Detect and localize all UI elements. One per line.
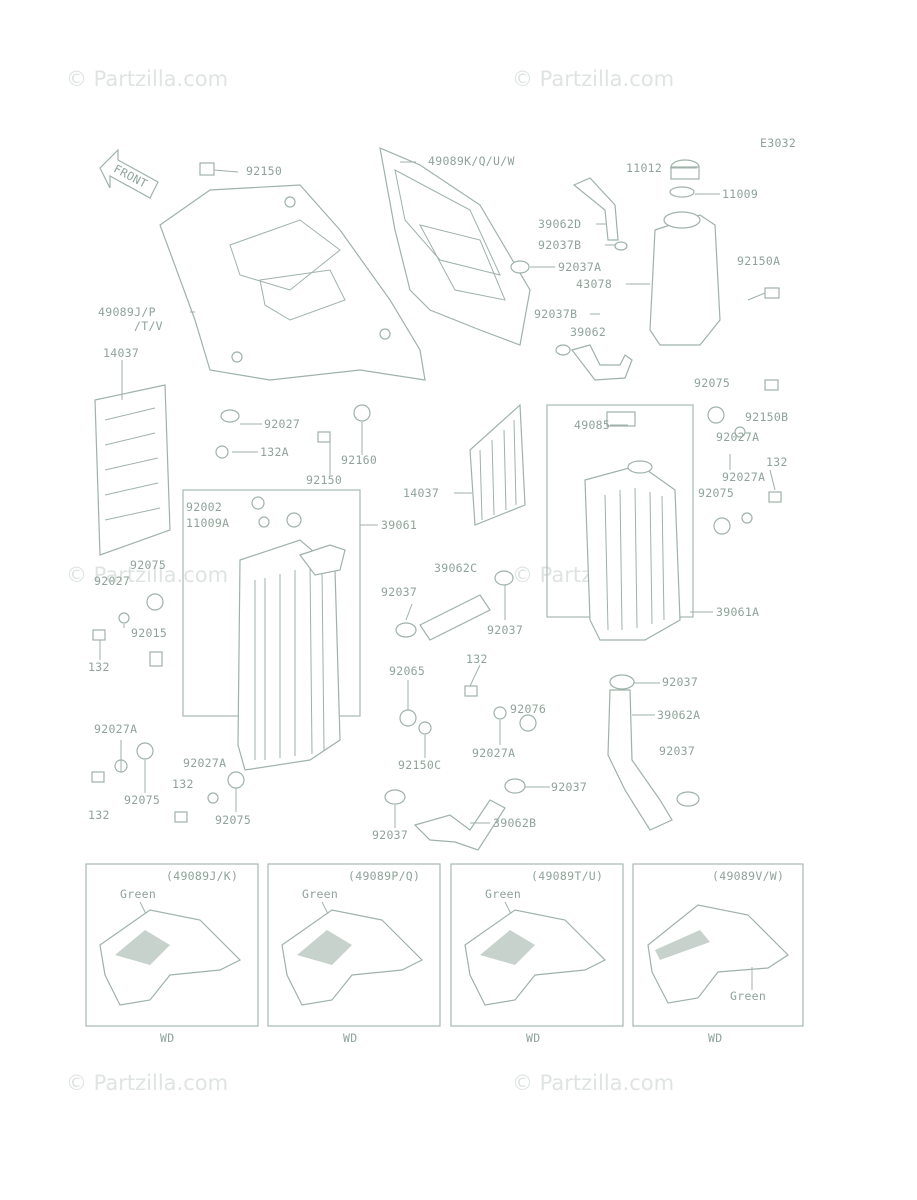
label-92027a-3: 92027A <box>94 722 137 736</box>
label-132-1: 132 <box>766 455 788 469</box>
hardware-small-parts <box>91 379 782 823</box>
radiator-guard-center <box>469 403 526 526</box>
radiator-guard-left <box>94 384 171 556</box>
leader-lines <box>99 161 776 828</box>
hose-39062 <box>570 344 633 381</box>
label-92027a-1: 92027A <box>716 430 759 444</box>
radiator-left <box>182 489 361 771</box>
label-92065: 92065 <box>389 664 425 678</box>
label-14037-center: 14037 <box>403 486 439 500</box>
label-92037-5: 92037 <box>551 780 587 794</box>
label-92037-4: 92037 <box>659 744 695 758</box>
label-92015: 92015 <box>131 626 167 640</box>
bolt-92150A <box>747 287 780 301</box>
label-39061a: 39061A <box>716 605 759 619</box>
panel-2-color: Green <box>302 887 338 901</box>
label-132a: 132A <box>260 445 289 459</box>
panel-3-color: Green <box>485 887 521 901</box>
hose-39062D <box>572 177 619 241</box>
label-92037-6: 92037 <box>372 828 408 842</box>
label-92002: 92002 <box>186 500 222 514</box>
watermark-top-left: © Partzilla.com <box>66 67 228 91</box>
label-92037b-1: 92037B <box>538 238 581 252</box>
label-92075-4: 92075 <box>124 793 160 807</box>
right-shroud <box>379 147 531 346</box>
label-92027-2: 92027 <box>94 574 130 588</box>
left-shroud <box>159 184 426 381</box>
label-92075-1: 92075 <box>694 376 730 390</box>
label-92150-top: 92150 <box>246 164 282 178</box>
front-arrow-icon: FRONT <box>99 148 159 199</box>
label-92037-1: 92037 <box>381 585 417 599</box>
label-132-5: 132 <box>88 808 110 822</box>
hose-39062A <box>607 689 673 831</box>
variant-panel-1: (49089J/K) Green WD <box>85 863 259 1045</box>
panel-4-footer: WD <box>708 1031 722 1045</box>
panel-1-color: Green <box>120 887 156 901</box>
panel-1-footer: WD <box>160 1031 174 1045</box>
watermark-top-right: © Partzilla.com <box>512 67 674 91</box>
label-39062c: 39062C <box>434 561 477 575</box>
label-92150-mid: 92150 <box>306 473 342 487</box>
label-43078: 43078 <box>576 277 612 291</box>
part-labels: 92150 49089K/Q/U/W 11012 11009 39062D 92… <box>88 154 788 842</box>
label-92150a: 92150A <box>737 254 780 268</box>
variant-panel-3: (49089T/U) Green WD <box>450 863 624 1045</box>
label-49089kquw: 49089K/Q/U/W <box>428 154 515 168</box>
label-39061: 39061 <box>381 518 417 532</box>
label-132-3: 132 <box>466 652 488 666</box>
label-49089jp-2: /T/V <box>134 319 163 333</box>
label-11012: 11012 <box>626 161 662 175</box>
label-92027a-2: 92027A <box>722 470 765 484</box>
watermark-bottom-right: © Partzilla.com <box>512 1071 674 1095</box>
bolt-92150-top <box>199 162 239 176</box>
label-92075-3: 92075 <box>130 558 166 572</box>
label-92037a: 92037A <box>558 260 601 274</box>
radiator-right <box>546 404 694 641</box>
watermark-mid-left: © Partzilla.com <box>66 563 228 587</box>
label-92150c: 92150C <box>398 758 441 772</box>
clamp-92037B <box>555 241 628 356</box>
label-92037-3: 92037 <box>662 675 698 689</box>
watermark-bottom-left: © Partzilla.com <box>66 1071 228 1095</box>
panel-4-code: (49089V/W) <box>712 869 784 883</box>
label-49089jp-1: 49089J/P <box>98 305 156 319</box>
clamp-92037A <box>510 260 530 274</box>
diagram-code: E3032 <box>760 136 796 150</box>
label-11009a: 11009A <box>186 516 229 530</box>
hose-39062C <box>419 594 491 641</box>
panel-1-code: (49089J/K) <box>166 869 238 883</box>
panel-3-code: (49089T/U) <box>531 869 603 883</box>
panel-4-color: Green <box>730 989 766 1003</box>
label-39062: 39062 <box>570 325 606 339</box>
label-39062d: 39062D <box>538 217 581 231</box>
label-92075-2: 92075 <box>698 486 734 500</box>
variant-panel-4: (49089V/W) Green WD <box>632 863 804 1045</box>
label-92027: 92027 <box>264 417 300 431</box>
label-92037-2: 92037 <box>487 623 523 637</box>
panel-2-code: (49089P/Q) <box>348 869 420 883</box>
label-39062a: 39062A <box>657 708 700 722</box>
label-92027a-5: 92027A <box>183 756 226 770</box>
label-92160: 92160 <box>341 453 377 467</box>
label-14037-left: 14037 <box>103 346 139 360</box>
label-92037b-2: 92037B <box>534 307 577 321</box>
hose-39062B <box>413 799 506 851</box>
label-39062b: 39062B <box>493 816 536 830</box>
label-132-4: 132 <box>172 777 194 791</box>
panel-2-footer: WD <box>343 1031 357 1045</box>
label-49085: 49085 <box>574 418 610 432</box>
label-92150b: 92150B <box>745 410 788 424</box>
label-92027a-4: 92027A <box>472 746 515 760</box>
label-92075-5: 92075 <box>215 813 251 827</box>
label-132-2: 132 <box>88 660 110 674</box>
panel-3-footer: WD <box>526 1031 540 1045</box>
label-92076: 92076 <box>510 702 546 716</box>
label-11009: 11009 <box>722 187 758 201</box>
variant-panel-2: (49089P/Q) Green WD <box>267 863 441 1045</box>
reservoir-tank <box>649 159 721 346</box>
